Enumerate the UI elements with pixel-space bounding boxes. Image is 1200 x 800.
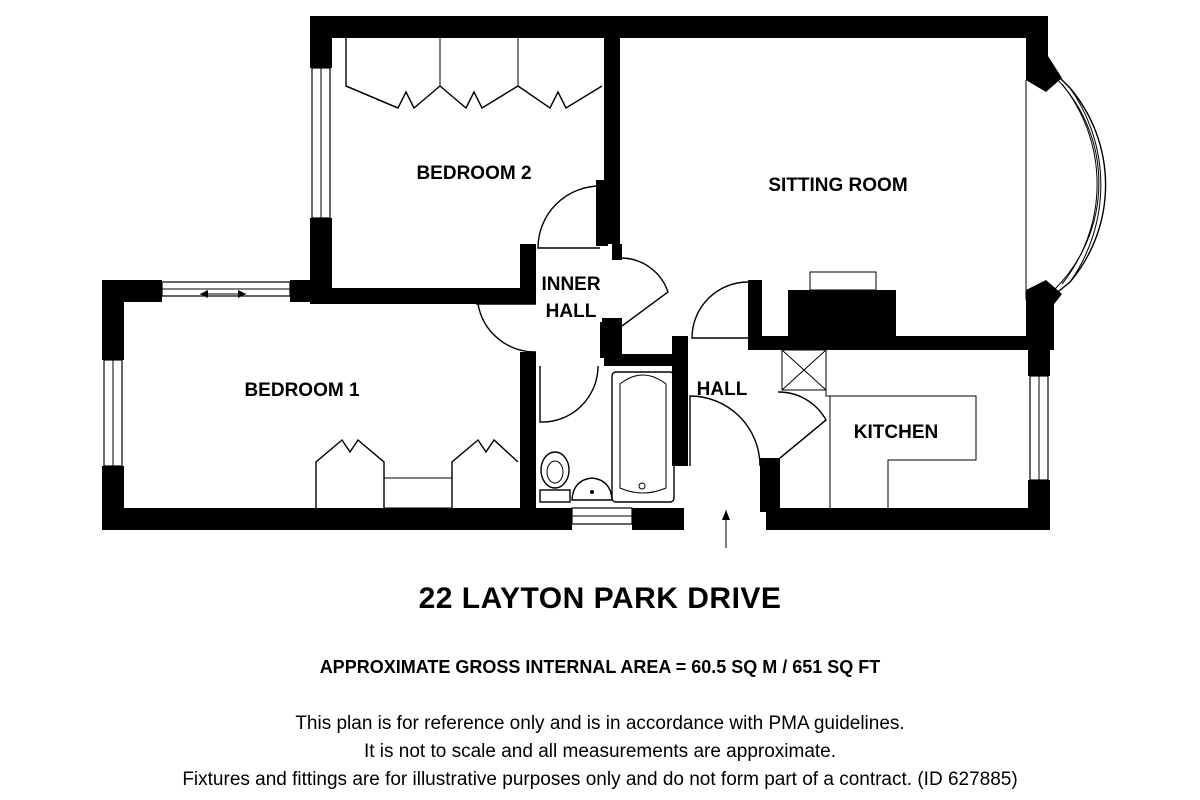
doors [475,185,827,548]
label-kitchen: KITCHEN [854,422,938,443]
gross-internal-area: APPROXIMATE GROSS INTERNAL AREA = 60.5 S… [319,657,881,677]
label-bedroom-1: BEDROOM 1 [244,380,360,401]
disclaimer-line-1: This plan is for reference only and is i… [295,713,905,734]
label-sitting-room: SITTING ROOM [768,175,907,196]
floor-plan: BEDROOM 2 SITTING ROOM INNER HALL BEDROO… [102,16,1107,548]
label-inner-hall-line2: HALL [546,301,597,322]
label-inner-hall-line1: INNER [541,274,600,295]
exterior-walls [102,16,1054,530]
disclaimer-line-2: It is not to scale and all measurements … [363,741,837,762]
label-bedroom-2: BEDROOM 2 [416,163,531,184]
fittings [315,38,977,509]
windows [103,56,1107,525]
interior-walls [310,38,1050,512]
label-hall: HALL [697,379,748,400]
room-labels: BEDROOM 2 SITTING ROOM INNER HALL BEDROO… [244,163,938,443]
disclaimer-line-3: Fixtures and fittings are for illustrati… [182,769,1018,790]
disclaimer: This plan is for reference only and is i… [0,710,1200,794]
property-title: 22 LAYTON PARK DRIVE [418,582,782,615]
